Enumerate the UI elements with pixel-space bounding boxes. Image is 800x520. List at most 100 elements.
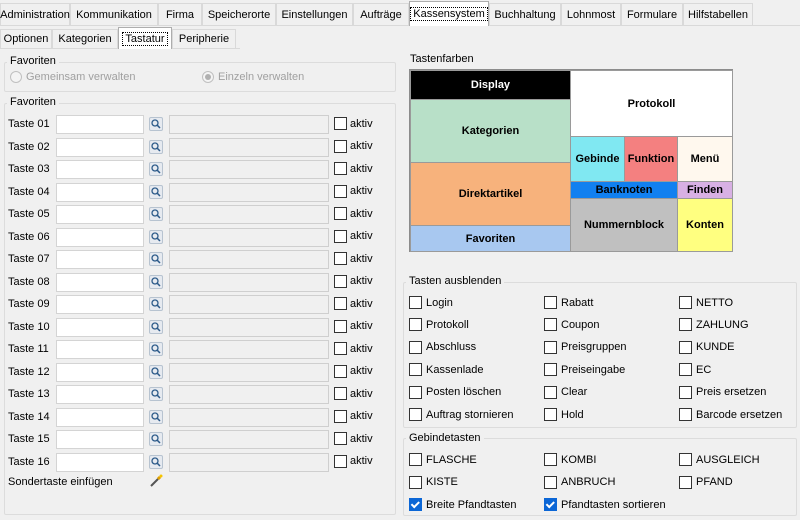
aktiv-checkbox[interactable]: aktiv (334, 252, 373, 265)
checkbox-box[interactable] (409, 318, 422, 332)
search-icon[interactable] (149, 117, 163, 131)
tile-favoriten[interactable]: Favoriten (410, 225, 571, 252)
tab-lohnmost[interactable]: Lohnmost (561, 3, 621, 25)
key-input[interactable] (56, 160, 144, 179)
aktiv-checkbox[interactable]: aktiv (334, 454, 373, 468)
checkbox-item[interactable]: KUNDE (679, 340, 735, 354)
key-input[interactable] (56, 272, 144, 292)
checkbox-box[interactable] (544, 385, 557, 399)
key-input[interactable] (56, 295, 144, 314)
key-input[interactable] (56, 362, 144, 382)
checkbox-box[interactable] (409, 475, 422, 489)
checkbox-box[interactable] (334, 364, 347, 378)
key-input[interactable] (56, 227, 144, 247)
aktiv-checkbox[interactable]: aktiv (334, 409, 373, 423)
checkbox-item[interactable]: Coupon (544, 318, 600, 332)
checkbox-item[interactable]: Preiseingabe (544, 363, 625, 377)
aktiv-checkbox[interactable]: aktiv (334, 387, 373, 400)
checkbox-box[interactable] (334, 184, 347, 198)
tile-gebinde[interactable]: Gebinde (570, 136, 625, 182)
key-input[interactable] (56, 452, 144, 472)
key-input[interactable] (56, 137, 144, 157)
checkbox-box[interactable] (334, 432, 347, 445)
search-icon[interactable] (149, 432, 163, 446)
tile-protokoll[interactable]: Protokoll (570, 70, 733, 137)
wand-icon[interactable] (148, 473, 164, 489)
checkbox-item[interactable]: PFAND (679, 475, 733, 489)
checkbox-item[interactable]: EC (679, 363, 711, 377)
checkbox-box[interactable] (334, 409, 347, 423)
tile-finden[interactable]: Finden (677, 181, 733, 199)
key-input[interactable] (56, 340, 144, 359)
tab-hilfstabellen[interactable]: Hilfstabellen (683, 3, 753, 25)
tab-speicherorte[interactable]: Speicherorte (202, 3, 276, 25)
subtab-kategorien[interactable]: Kategorien (52, 29, 118, 48)
checkbox-item[interactable]: Preis ersetzen (679, 385, 766, 399)
checkbox-box[interactable] (334, 342, 347, 355)
checkbox-box[interactable] (334, 454, 347, 468)
checkbox-box[interactable] (409, 363, 422, 377)
search-icon[interactable] (149, 387, 163, 401)
tile-banknoten[interactable]: Banknoten (570, 181, 678, 199)
aktiv-checkbox[interactable]: aktiv (334, 139, 373, 153)
checkbox-item[interactable]: Abschluss (409, 340, 476, 354)
aktiv-checkbox[interactable]: aktiv (334, 117, 373, 130)
search-icon[interactable] (149, 319, 163, 334)
checkbox-item[interactable]: Auftrag stornieren (409, 408, 513, 421)
aktiv-checkbox[interactable]: aktiv (334, 229, 373, 243)
search-icon[interactable] (149, 139, 163, 154)
checkbox-item[interactable]: Kassenlade (409, 363, 484, 377)
tab-buchhaltung[interactable]: Buchhaltung (489, 3, 561, 25)
key-input[interactable] (56, 182, 144, 202)
search-icon[interactable] (149, 162, 163, 176)
checkbox-box[interactable] (544, 498, 557, 511)
checkbox-item[interactable]: Hold (544, 408, 584, 421)
checkbox-box[interactable] (544, 408, 557, 421)
checkbox-box[interactable] (334, 162, 347, 175)
checkbox-box[interactable] (409, 340, 422, 354)
checkbox-box[interactable] (334, 274, 347, 288)
subtab-tastatur[interactable]: Tastatur (118, 27, 172, 49)
aktiv-checkbox[interactable]: aktiv (334, 342, 373, 355)
checkbox-item[interactable]: Pfandtasten sortieren (544, 498, 666, 511)
checkbox-item[interactable]: Posten löschen (409, 385, 501, 399)
aktiv-checkbox[interactable]: aktiv (334, 184, 373, 198)
key-input[interactable] (56, 407, 144, 427)
search-icon[interactable] (149, 342, 163, 356)
checkbox-box[interactable] (334, 319, 347, 333)
checkbox-box[interactable] (544, 363, 557, 377)
tab-administration[interactable]: Administration (0, 3, 70, 25)
aktiv-checkbox[interactable]: aktiv (334, 364, 373, 378)
checkbox-box[interactable] (544, 340, 557, 354)
checkbox-box[interactable] (334, 297, 347, 310)
checkbox-item[interactable]: KISTE (409, 475, 458, 489)
checkbox-box[interactable] (544, 453, 557, 466)
checkbox-box[interactable] (409, 408, 422, 421)
checkbox-box[interactable] (679, 318, 692, 332)
checkbox-box[interactable] (334, 139, 347, 153)
checkbox-item[interactable]: Preisgruppen (544, 340, 626, 354)
checkbox-box[interactable] (679, 408, 692, 421)
checkbox-box[interactable] (409, 296, 422, 309)
tile-menu[interactable]: Menü (677, 136, 733, 182)
aktiv-checkbox[interactable]: aktiv (334, 274, 373, 288)
tile-nummernblock[interactable]: Nummernblock (570, 198, 678, 252)
key-input[interactable] (56, 385, 144, 404)
tab-kassensystem[interactable]: Kassensystem (409, 1, 489, 26)
checkbox-box[interactable] (334, 207, 347, 220)
checkbox-box[interactable] (544, 318, 557, 332)
checkbox-box[interactable] (679, 363, 692, 377)
tab-firma[interactable]: Firma (158, 3, 202, 25)
tile-konten[interactable]: Konten (677, 198, 733, 252)
checkbox-box[interactable] (409, 385, 422, 399)
checkbox-box[interactable] (334, 387, 347, 400)
checkbox-item[interactable]: Breite Pfandtasten (409, 498, 517, 511)
aktiv-checkbox[interactable]: aktiv (334, 162, 373, 175)
aktiv-checkbox[interactable]: aktiv (334, 432, 373, 445)
checkbox-box[interactable] (334, 117, 347, 130)
checkbox-item[interactable]: Clear (544, 385, 587, 399)
subtab-optionen[interactable]: Optionen (0, 29, 52, 48)
search-icon[interactable] (149, 229, 163, 244)
checkbox-box[interactable] (409, 498, 422, 511)
search-icon[interactable] (149, 252, 163, 266)
